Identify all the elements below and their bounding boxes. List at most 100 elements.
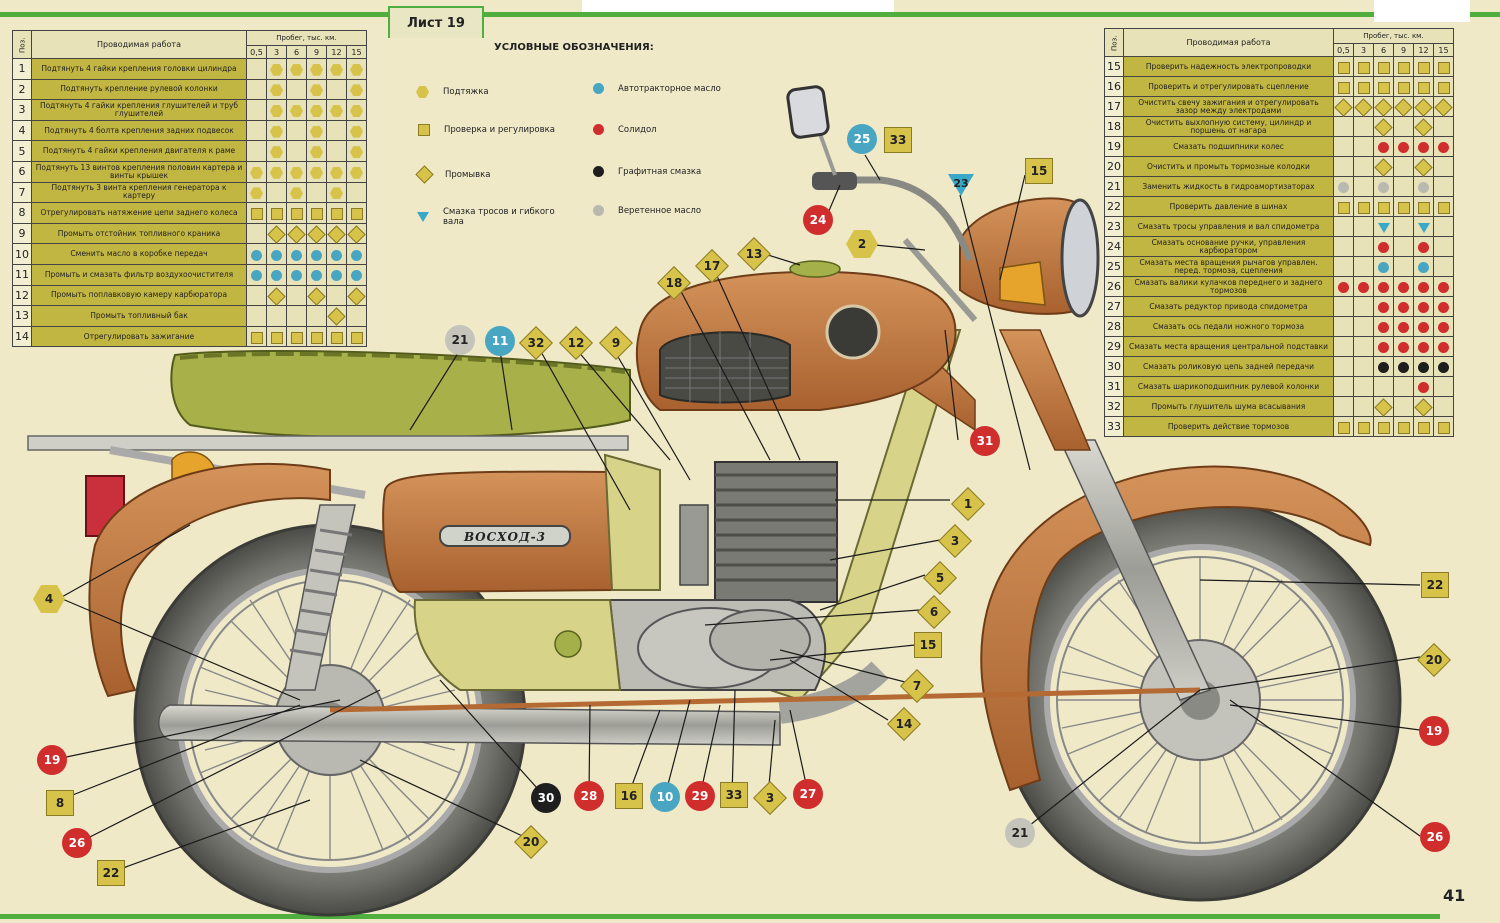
hex-icon — [290, 187, 303, 200]
schedule-cell — [346, 181, 367, 204]
schedule-cell — [1333, 296, 1354, 317]
row-position: 21 — [1104, 176, 1124, 197]
hex-icon — [270, 125, 283, 138]
diamond-icon — [1394, 98, 1413, 117]
square-icon — [1357, 201, 1370, 214]
callout-marker: 24 — [803, 205, 833, 235]
legend-tractor-oil: Автотракторное масло — [593, 83, 721, 94]
row-work-description: Проверить действие тормозов — [1123, 416, 1334, 437]
schedule-cell — [1373, 76, 1394, 97]
gray-dot-icon — [593, 205, 604, 216]
schedule-cell — [1413, 56, 1434, 77]
schedule-cell — [346, 243, 367, 265]
schedule-cell — [1433, 216, 1454, 237]
blue-icon — [311, 270, 322, 282]
callout-number: 28 — [580, 789, 598, 803]
schedule-cell — [1413, 136, 1434, 157]
row-position: 13 — [12, 305, 32, 327]
callout-number: 15 — [919, 638, 937, 652]
schedule-cell — [1433, 196, 1454, 217]
square-icon — [1377, 201, 1390, 214]
diamond-icon — [1434, 98, 1453, 117]
km-header: 3 — [1353, 43, 1374, 57]
callout-marker: 15 — [914, 632, 942, 658]
row-work-description: Смазать места вращения рычагов управлен.… — [1123, 256, 1334, 277]
top-green-rule-left — [0, 12, 388, 17]
schedule-cell — [326, 99, 347, 121]
callout-marker: 26 — [62, 828, 92, 858]
row-work-description: Подтянуть 13 винтов крепления половин ка… — [31, 160, 247, 183]
brand-label: ВОСХОД-3 — [464, 530, 546, 544]
row-position: 19 — [1104, 136, 1124, 157]
schedule-cell — [326, 325, 347, 348]
diamond-icon — [1414, 398, 1433, 417]
black-icon — [1438, 362, 1449, 373]
schedule-cell — [1373, 216, 1394, 237]
red-icon — [1438, 322, 1449, 333]
schedule-cell — [1393, 336, 1414, 357]
km-header: 0,5 — [246, 45, 267, 59]
col-work-header: Проводимая работа — [1123, 28, 1334, 57]
callout-number: 7 — [912, 679, 922, 693]
callout-number: 15 — [1030, 164, 1048, 178]
schedule-cell — [1393, 296, 1414, 317]
schedule-cell — [346, 119, 367, 142]
km-header: 6 — [286, 45, 307, 59]
schedule-cell — [1333, 276, 1354, 297]
row-work-description: Промыть глушитель шума всасывания — [1123, 396, 1334, 417]
schedule-cell — [1433, 56, 1454, 77]
callout-number: 26 — [68, 836, 86, 850]
schedule-cell — [1353, 316, 1374, 337]
red-icon — [1438, 302, 1449, 313]
red-icon — [1438, 282, 1449, 293]
callout-number: 14 — [895, 717, 913, 731]
schedule-cell — [1353, 296, 1374, 317]
callout-marker: 6 — [916, 594, 952, 630]
callout-marker: 20 — [1416, 642, 1452, 678]
callout-marker: 12 — [558, 325, 594, 361]
callout-number: 17 — [703, 259, 721, 273]
row-work-description: Смазать валики кулачков переднего и задн… — [1123, 276, 1334, 297]
headlight — [959, 197, 1100, 318]
callout-marker: 18 — [656, 265, 692, 301]
side-cover — [382, 453, 661, 594]
black-icon — [1398, 362, 1409, 373]
row-position: 8 — [12, 202, 32, 224]
blue-icon — [291, 249, 302, 261]
blue-icon — [271, 249, 282, 261]
km-header: 6 — [1373, 43, 1394, 57]
row-position: 25 — [1104, 256, 1124, 277]
row-position: 23 — [1104, 216, 1124, 237]
schedule-cell — [1333, 216, 1354, 237]
diamond-icon — [267, 225, 286, 244]
schedule-cell — [1433, 256, 1454, 277]
square-icon — [270, 331, 283, 344]
schedule-cell — [266, 160, 287, 183]
callout-number: 12 — [567, 336, 585, 350]
schedule-cell — [1333, 96, 1354, 117]
rear-swingarm — [329, 687, 1201, 713]
callout-number: 33 — [725, 788, 743, 802]
row-position: 12 — [12, 284, 32, 307]
callout-marker: 33 — [884, 127, 912, 153]
schedule-cell — [286, 305, 307, 327]
square-icon — [270, 207, 283, 220]
diamond-icon — [1414, 98, 1433, 117]
km-header: 9 — [306, 45, 327, 59]
km-header: 12 — [326, 45, 347, 59]
triangle-icon — [417, 212, 429, 222]
row-position: 16 — [1104, 76, 1124, 97]
front-wheel — [998, 498, 1402, 902]
schedule-cell — [1393, 136, 1414, 157]
red-icon — [1378, 302, 1389, 313]
hex-icon — [310, 146, 323, 159]
diamond-icon — [347, 225, 366, 244]
blue-icon — [1418, 262, 1429, 273]
schedule-cell — [1433, 96, 1454, 117]
row-work-description: Отрегулировать зажигание — [31, 325, 247, 348]
schedule-cell — [1433, 396, 1454, 417]
row-position: 17 — [1104, 96, 1124, 117]
row-work-description: Подтянуть 4 болта крепления задних подве… — [31, 119, 247, 142]
